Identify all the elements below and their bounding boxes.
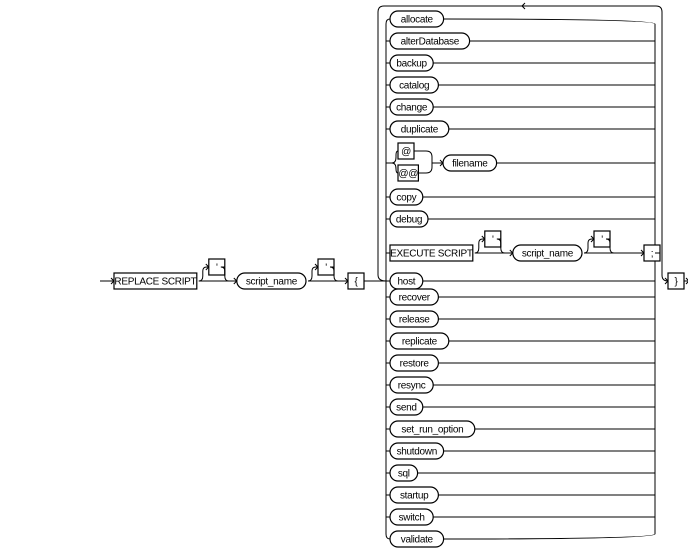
double-at-option: @@ xyxy=(397,164,419,182)
quote-open-label: ' xyxy=(216,263,218,274)
command-replicate: replicate xyxy=(389,332,450,350)
command-shutdown: shutdown xyxy=(389,442,445,460)
command-release-label: release xyxy=(399,315,430,326)
command-recover: recover xyxy=(389,288,440,306)
connector-line xyxy=(443,533,656,540)
command-send-label: send xyxy=(396,403,417,414)
execute-script-keyword-label: EXECUTE SCRIPT xyxy=(390,249,473,260)
command-startup: startup xyxy=(389,486,440,504)
command-change-label: change xyxy=(396,103,428,114)
command-catalog: catalog xyxy=(389,76,440,94)
brace-open: { xyxy=(347,272,365,290)
command-alterdatabase: alterDatabase xyxy=(389,32,471,50)
connector-line xyxy=(414,150,433,174)
command-alterdatabase-label: alterDatabase xyxy=(401,37,460,48)
connector-line xyxy=(385,18,391,25)
connector-line xyxy=(329,266,339,282)
command-switch: switch xyxy=(389,508,434,526)
command-backup: backup xyxy=(389,54,434,72)
double-at-option-label: @@ xyxy=(398,169,418,180)
exec-quote-open-label: ' xyxy=(492,235,494,246)
repeat-arrow-icon xyxy=(521,2,526,10)
exec-script-name-param: script_name xyxy=(512,244,583,262)
connector-line xyxy=(307,266,318,282)
at-option-label: @ xyxy=(401,147,411,158)
command-set-run-option-label: set_run_option xyxy=(401,425,463,436)
command-switch-label: switch xyxy=(399,513,425,524)
script-name-param-shape xyxy=(236,272,307,290)
brace-open-label: { xyxy=(354,277,358,288)
command-catalog-label: catalog xyxy=(399,81,429,92)
command-host: host xyxy=(389,272,424,290)
connector-line xyxy=(220,266,229,282)
command-shutdown-label: shutdown xyxy=(397,447,437,458)
connector-line xyxy=(198,266,209,282)
command-validate-label: validate xyxy=(401,535,434,546)
replace-script-keyword-label: REPLACE SCRIPT xyxy=(114,277,196,288)
brace-close-label: } xyxy=(674,277,678,288)
connector-line xyxy=(496,238,505,254)
command-allocate-label: allocate xyxy=(401,15,434,26)
command-host-label: host xyxy=(398,277,416,288)
command-sql: sql xyxy=(389,464,419,482)
replace-script-keyword-shape xyxy=(113,272,198,290)
command-send: send xyxy=(389,398,424,416)
command-validate: validate xyxy=(389,530,445,548)
command-replicate-label: replicate xyxy=(402,337,438,348)
command-allocate: allocate xyxy=(389,10,445,28)
command-copy: copy xyxy=(389,188,424,206)
connector-line xyxy=(605,238,615,254)
end-arrow-icon xyxy=(685,277,688,285)
command-release: release xyxy=(389,310,440,328)
at-option: @ xyxy=(397,142,415,160)
filename-param-label: filename xyxy=(452,159,488,170)
filename-param: filename xyxy=(442,154,498,172)
command-sql-label: sql xyxy=(398,469,410,480)
command-resync: resync xyxy=(389,376,434,394)
command-debug-label: debug xyxy=(396,215,422,226)
exec-script-name-param-shape xyxy=(512,244,583,262)
command-restore-label: restore xyxy=(400,359,430,370)
semicolon-terminator-label: ; xyxy=(651,249,653,260)
replace-script-keyword: REPLACE SCRIPT xyxy=(113,272,198,290)
script-name-param: script_name xyxy=(236,272,307,290)
command-duplicate-label: duplicate xyxy=(401,125,439,136)
connector-line xyxy=(443,18,656,25)
command-set-run-option: set_run_option xyxy=(389,420,476,438)
repeat-loop xyxy=(377,5,669,282)
connector-line xyxy=(474,238,485,254)
exec-script-name-param-label: script_name xyxy=(522,249,574,260)
brace-close: } xyxy=(667,272,685,290)
command-resync-label: resync xyxy=(398,381,426,392)
execute-script-keyword: EXECUTE SCRIPT xyxy=(389,244,474,262)
command-backup-label: backup xyxy=(396,59,427,70)
command-recover-label: recover xyxy=(399,293,431,304)
command-duplicate: duplicate xyxy=(389,120,450,138)
script-name-param-label: script_name xyxy=(246,277,298,288)
command-copy-label: copy xyxy=(396,193,416,204)
quote-close-label: ' xyxy=(325,263,327,274)
connector-line xyxy=(385,533,391,540)
connector-line xyxy=(391,150,399,164)
exec-quote-close-label: ' xyxy=(601,235,603,246)
execute-script-keyword-shape xyxy=(389,244,474,262)
command-startup-label: startup xyxy=(400,491,429,502)
connector-line xyxy=(391,162,399,174)
command-restore: restore xyxy=(389,354,440,372)
command-debug: debug xyxy=(389,210,429,228)
command-change: change xyxy=(389,98,434,116)
connector-line xyxy=(583,238,594,254)
